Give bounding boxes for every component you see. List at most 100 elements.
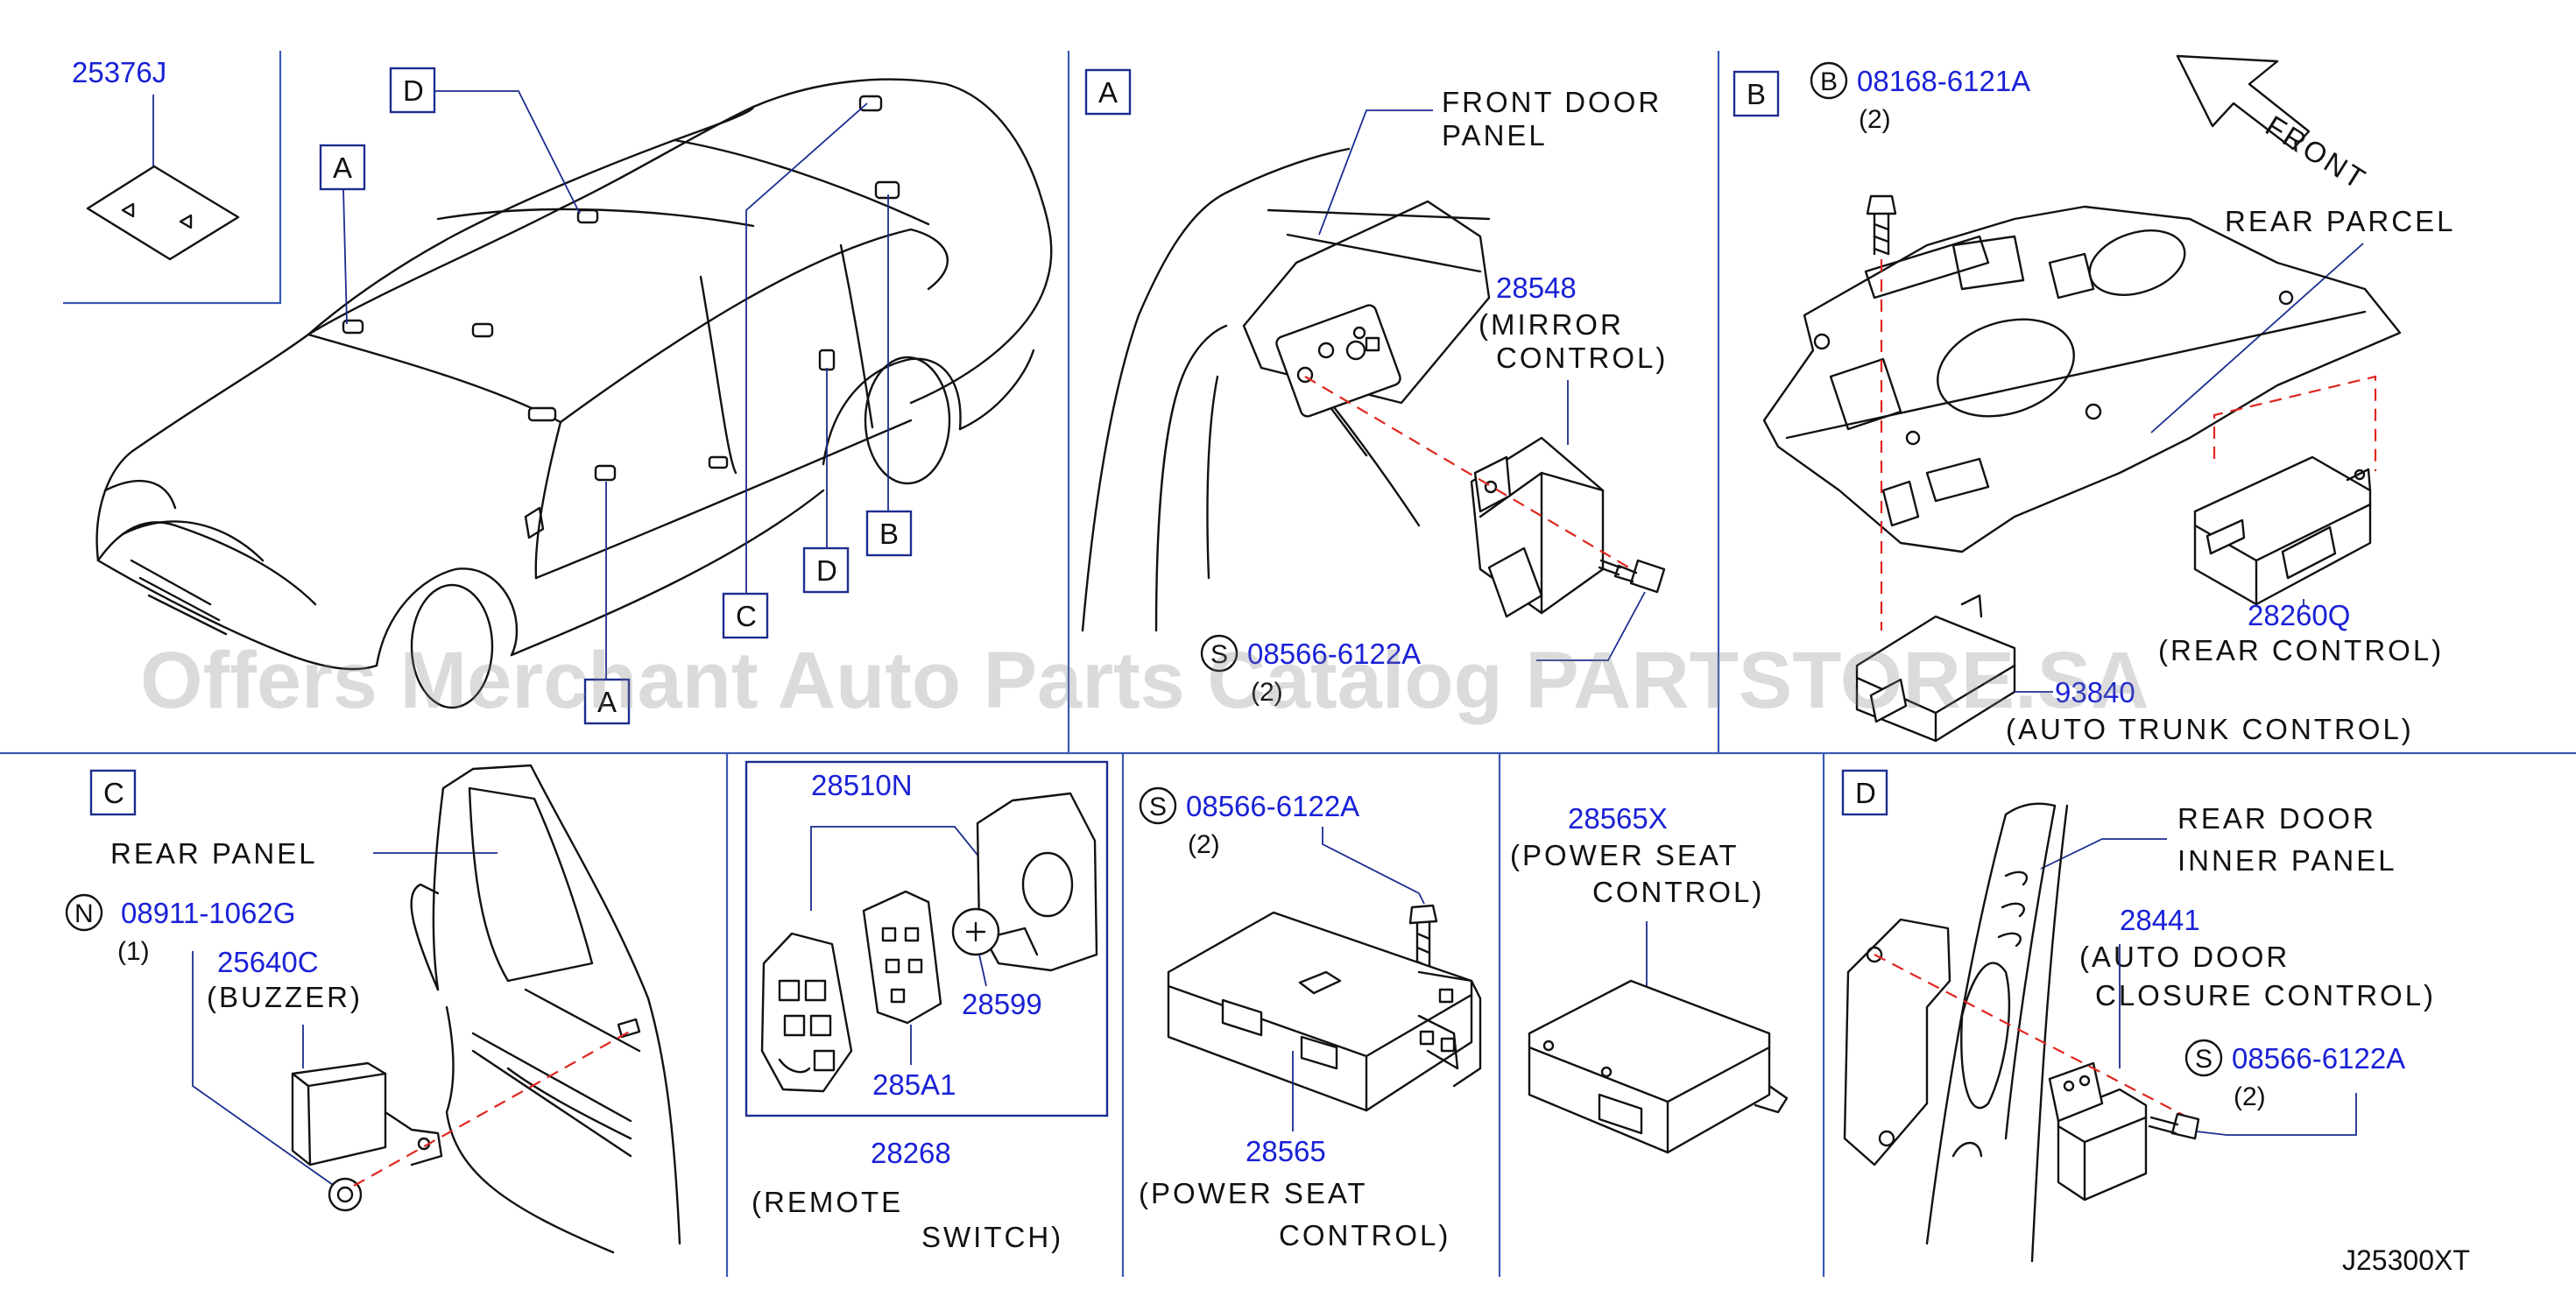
section-c-nut-symbol[interactable]: [65, 893, 103, 932]
buzzer-label: (BUZZER): [207, 981, 363, 1013]
door-closure-mount-line: [1874, 954, 2185, 1117]
label-sticker: [86, 165, 240, 261]
section-b-ref-label: B: [1747, 78, 1766, 110]
mirror-control-label-2: CONTROL): [1496, 342, 1668, 374]
rear-control-mount-line: [2213, 375, 2377, 471]
section-a-bolt-symbol[interactable]: [1200, 634, 1239, 673]
ref-box-a-bottom[interactable]: [583, 678, 631, 725]
front-door-panel-label-1: FRONT DOOR: [1442, 86, 1662, 118]
auto-door-closure-unit: [2048, 1061, 2148, 1202]
remote-switch-label-2: SWITCH): [921, 1221, 1063, 1253]
mirror-control-bolt: [1598, 559, 1666, 594]
watermark-text: Offers Merchant Auto Parts Catalog PARTS…: [140, 636, 2149, 725]
auto-trunk-control-unit: [1855, 594, 2016, 743]
rear-parcel-label: REAR PARCEL: [2225, 205, 2455, 237]
ref-a-bottom-label: A: [597, 686, 617, 718]
section-c-nut-qty: (1): [117, 937, 150, 966]
section-c-ref-box[interactable]: [89, 769, 137, 816]
part-08168-6121a[interactable]: 08168-6121A: [1857, 65, 2030, 97]
mirror-control-label-1: (MIRROR: [1479, 308, 1624, 341]
section-a-bolt-symbol-letter: S: [1210, 640, 1228, 669]
section-c-panel: C REAR PANEL N 08911-1062G (1) 25640C (B…: [65, 764, 681, 1254]
rear-door-panel-art: [1843, 802, 2069, 1263]
part-28268[interactable]: 28268: [871, 1137, 951, 1169]
label-part-25376j[interactable]: 25376J: [72, 56, 166, 88]
remote-body-art: [760, 932, 853, 1093]
section-d-ref-box[interactable]: [1841, 769, 1888, 816]
section-b-bolt-symbol[interactable]: [1810, 61, 1848, 100]
buzzer-mount-line: [353, 1029, 633, 1187]
buzzer-unit: [291, 1061, 443, 1167]
rear-control-label: (REAR CONTROL): [2158, 634, 2444, 666]
rear-panel-art: [410, 764, 681, 1254]
power-seat-unit-28565: [1167, 911, 1482, 1112]
section-a-bolt-qty: (2): [1251, 678, 1283, 707]
section-a-ref-box[interactable]: [1084, 68, 1132, 116]
power-seat-label-1: (POWER SEAT: [1139, 1177, 1368, 1209]
overview-panel: 25376J: [72, 56, 1053, 725]
power-seat-x-label-2: CONTROL): [1592, 876, 1764, 908]
front-arrow-icon: [2176, 54, 2311, 151]
section-seat-bolt-qty: (2): [1188, 830, 1220, 859]
part-28510n[interactable]: 28510N: [811, 769, 913, 801]
ref-box-a-top[interactable]: [319, 144, 366, 191]
power-seat-label-2: CONTROL): [1279, 1219, 1450, 1251]
part-08911-1062g[interactable]: 08911-1062G: [121, 897, 295, 929]
ref-b-label: B: [879, 518, 899, 550]
part-28548[interactable]: 28548: [1496, 271, 1577, 304]
section-d-bolt-symbol-letter: S: [2195, 1045, 2213, 1074]
part-08566-6122a-d[interactable]: 08566-6122A: [2232, 1042, 2405, 1075]
rear-control-unit: [2193, 455, 2372, 606]
door-closure-bolt-art: [2148, 1112, 2200, 1140]
remote-switch-label-1: (REMOTE: [752, 1186, 903, 1218]
auto-trunk-control-label: (AUTO TRUNK CONTROL): [2006, 713, 2414, 745]
part-28441[interactable]: 28441: [2120, 904, 2200, 936]
rear-panel-label: REAR PANEL: [110, 837, 318, 870]
section-d-ref-label: D: [1855, 777, 1876, 809]
section-a-ref-label: A: [1098, 76, 1118, 109]
auto-door-closure-label-2: CLOSURE CONTROL): [2095, 979, 2436, 1011]
remote-cover-art: [976, 792, 1098, 972]
ref-d-bottom-label: D: [816, 554, 837, 587]
part-28260q[interactable]: 28260Q: [2248, 599, 2350, 631]
section-d-bolt-qty: (2): [2234, 1082, 2266, 1111]
front-door-panel-art: [1081, 147, 1491, 632]
power-seat-x-panel: 28565X (POWER SEAT CONTROL): [1510, 802, 1789, 1154]
ref-box-b[interactable]: [865, 510, 913, 557]
front-door-panel-label-2: PANEL: [1442, 119, 1548, 152]
part-28599[interactable]: 28599: [962, 988, 1042, 1020]
ref-d-top-label: D: [403, 74, 424, 107]
panel-dividers: [0, 51, 2576, 1277]
section-seat-bolt-symbol-letter: S: [1149, 793, 1167, 821]
car-body: [95, 78, 1053, 709]
bolt-08168-art: [1866, 194, 1897, 256]
ref-box-d-bottom[interactable]: [802, 546, 850, 594]
part-25640c[interactable]: 25640C: [217, 946, 319, 978]
ref-a-top-label: A: [333, 152, 352, 184]
section-c-ref-label: C: [103, 777, 124, 809]
part-28565x[interactable]: 28565X: [1568, 802, 1668, 835]
nut-08911-art: [328, 1177, 363, 1212]
diagram-code: J25300XT: [2342, 1244, 2470, 1276]
auto-door-closure-label-1: (AUTO DOOR: [2079, 941, 2290, 973]
ref-box-c[interactable]: [722, 592, 769, 639]
section-seat-bolt-symbol[interactable]: [1139, 786, 1177, 825]
part-08566-6122a-seat[interactable]: 08566-6122A: [1186, 790, 1359, 822]
section-d-bolt-symbol[interactable]: [2184, 1039, 2223, 1077]
section-b-ref-box[interactable]: [1733, 70, 1780, 117]
ref-c-label: C: [736, 600, 757, 632]
remote-switch-panel: 28510N 28599 2: [745, 760, 1109, 1253]
section-b-bolt-qty: (2): [1859, 105, 1891, 134]
part-08566-6122a-a[interactable]: 08566-6122A: [1247, 638, 1421, 670]
front-direction-label: FRONT: [2260, 109, 2373, 197]
part-28565[interactable]: 28565: [1246, 1135, 1326, 1167]
mirror-control-mount-line: [1304, 376, 1648, 579]
section-b-bolt-symbol-letter: B: [1820, 67, 1838, 96]
ref-box-d-top[interactable]: [389, 67, 436, 114]
rear-door-panel-label-2: INNER PANEL: [2177, 844, 2397, 877]
part-285a1[interactable]: 285A1: [872, 1068, 956, 1101]
rear-parcel-shelf-art: [1762, 205, 2402, 553]
part-93840[interactable]: 93840: [2055, 676, 2135, 708]
